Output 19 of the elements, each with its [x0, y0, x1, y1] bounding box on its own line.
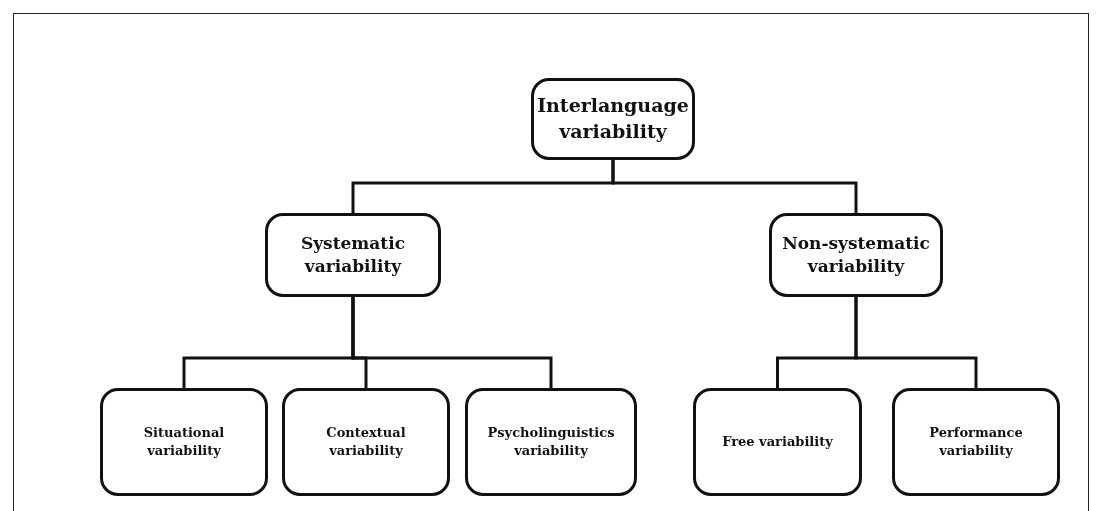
connector-line — [854, 297, 978, 388]
rounded-box — [892, 388, 1060, 496]
node-label: Systematic variability — [299, 232, 407, 278]
rounded-box — [769, 213, 943, 297]
node-label: Non-systematic variability — [781, 232, 931, 278]
rounded-box — [282, 388, 450, 496]
node-label: Performance variability — [928, 424, 1024, 460]
rounded-box — [531, 78, 695, 160]
rounded-box — [693, 388, 862, 496]
node-label: Situational variability — [142, 424, 226, 460]
node-label: Contextual variability — [325, 424, 407, 460]
rounded-box — [265, 213, 441, 297]
node-label: Interlanguage variability — [537, 93, 689, 144]
rounded-box — [465, 388, 637, 496]
connector-line — [611, 160, 858, 213]
node-label: Free variability — [722, 433, 833, 451]
rounded-box — [100, 388, 268, 496]
node-label: Psycholinguistics variability — [486, 424, 616, 460]
connector-line — [351, 297, 553, 388]
